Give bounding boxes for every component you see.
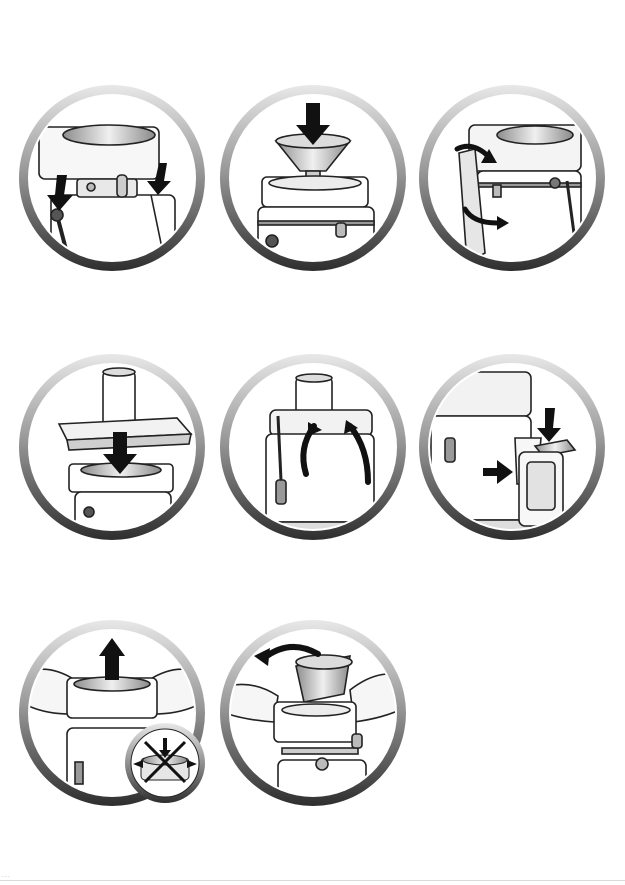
step-4 <box>17 352 207 542</box>
step-3 <box>417 83 607 273</box>
step-7 <box>17 618 207 808</box>
step-5 <box>218 352 408 542</box>
footer-line <box>0 880 625 881</box>
step-1 <box>17 83 207 273</box>
step-6 <box>417 352 607 542</box>
step-8 <box>218 618 408 808</box>
juicer-step-3-icon <box>417 83 607 273</box>
juicer-step-2-icon <box>218 83 408 273</box>
juicer-step-6-icon <box>417 352 607 542</box>
juicer-step-7-icon <box>17 618 207 808</box>
juicer-step-5-icon <box>218 352 408 542</box>
juicer-step-4-icon <box>17 352 207 542</box>
footer-mark: ... <box>2 872 11 879</box>
juicer-step-1-icon <box>17 83 207 273</box>
juicer-step-8-icon <box>218 618 408 808</box>
step-2 <box>218 83 408 273</box>
warning-inset <box>125 723 205 803</box>
